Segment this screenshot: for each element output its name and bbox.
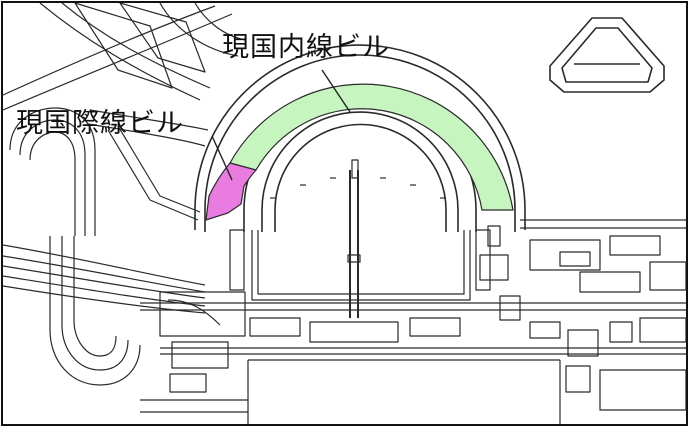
central-apron [229, 159, 491, 343]
upper-left-taxiways [3, 3, 246, 147]
cross-roads [140, 302, 686, 424]
domestic-terminal-area [229, 83, 514, 211]
arch-detail-marks [270, 177, 446, 199]
approach-roadway [3, 244, 206, 314]
domestic-terminal-label: 現国内線ビル [222, 32, 390, 63]
west-parking [140, 291, 248, 413]
international-terminal-label: 現国際線ビル [16, 108, 184, 139]
callout-leaders [211, 69, 351, 181]
map-border [1, 1, 688, 426]
triangular-structure [549, 17, 665, 93]
east-blocks [479, 219, 686, 411]
left-loop-roads [9, 107, 201, 386]
international-terminal-area [205, 162, 258, 221]
